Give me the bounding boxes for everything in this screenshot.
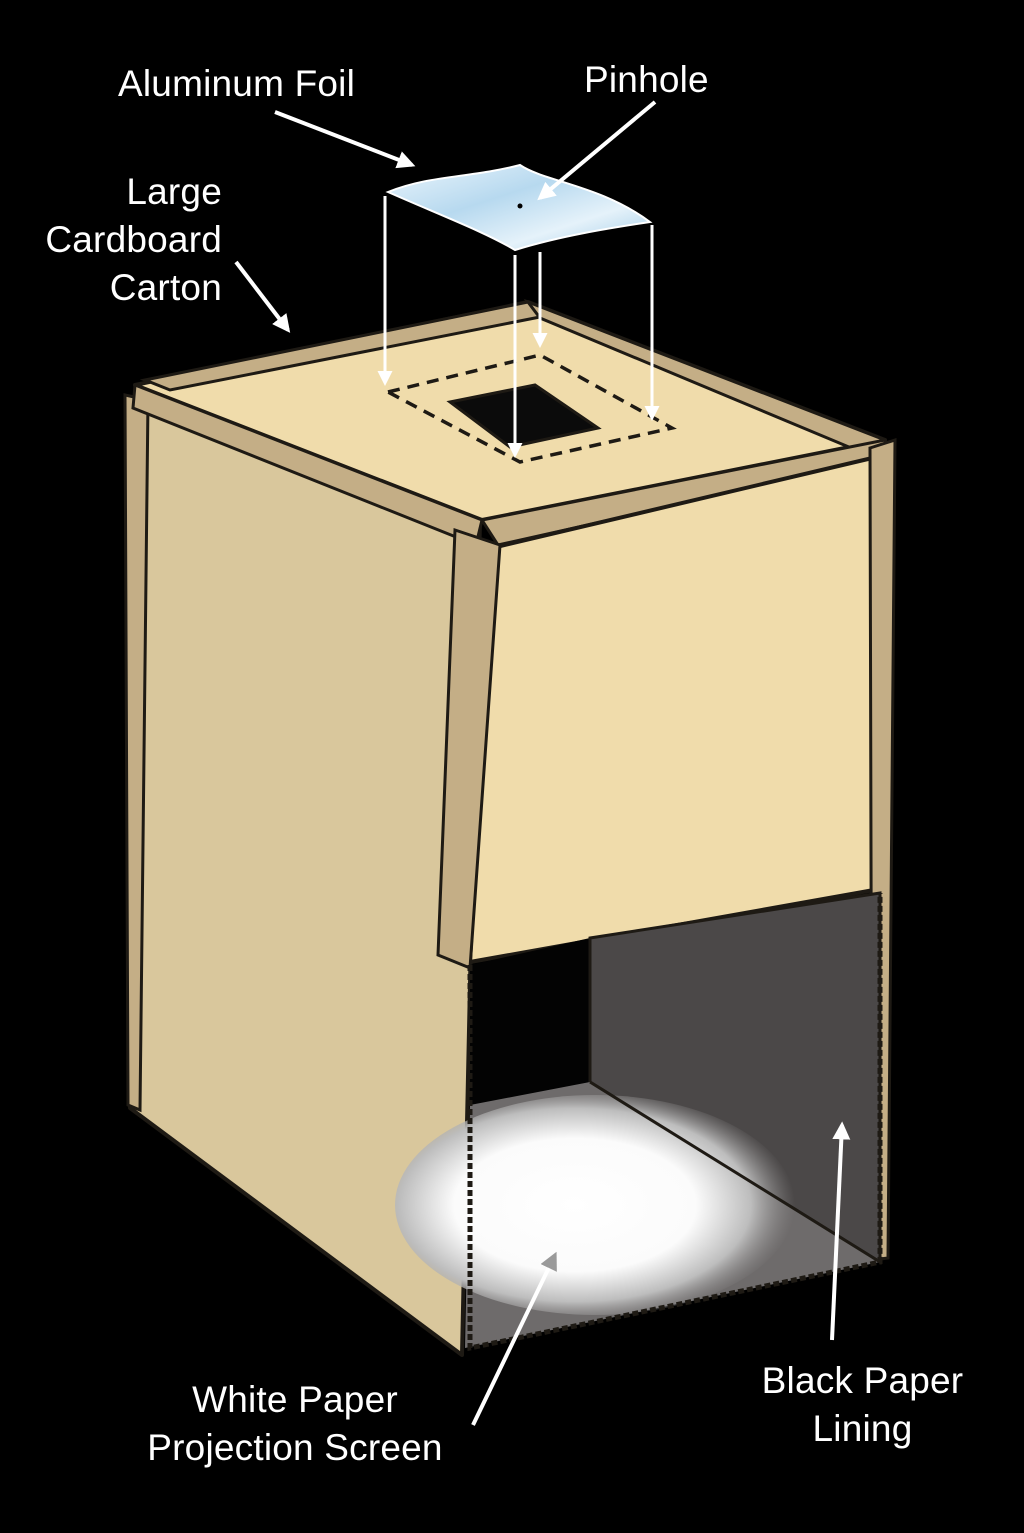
floor-edge-line xyxy=(589,1080,881,1264)
foil-placement-outline xyxy=(383,353,677,464)
aluminum-foil-pointer xyxy=(274,110,416,169)
pinhole-pointer xyxy=(537,100,657,201)
pinhole-dot xyxy=(517,203,523,209)
label-pinhole: Pinhole xyxy=(584,59,709,100)
lining-pointer xyxy=(830,1121,851,1341)
label-white-paper-projection-screen: White Paper Projection Screen xyxy=(147,1379,443,1468)
projected-light-spot xyxy=(395,1095,795,1315)
top-opening xyxy=(446,383,602,449)
interior-back-wall xyxy=(470,938,590,1105)
cutaway-frame xyxy=(467,893,883,1352)
carton-pointer xyxy=(234,260,291,333)
label-black-paper-lining: Black Paper Lining xyxy=(761,1360,964,1449)
label-aluminum-foil: Aluminum Foil xyxy=(118,63,355,104)
label-large-cardboard-carton: Large Cardboard Carton xyxy=(45,171,222,308)
screen-pointer xyxy=(471,1251,557,1426)
